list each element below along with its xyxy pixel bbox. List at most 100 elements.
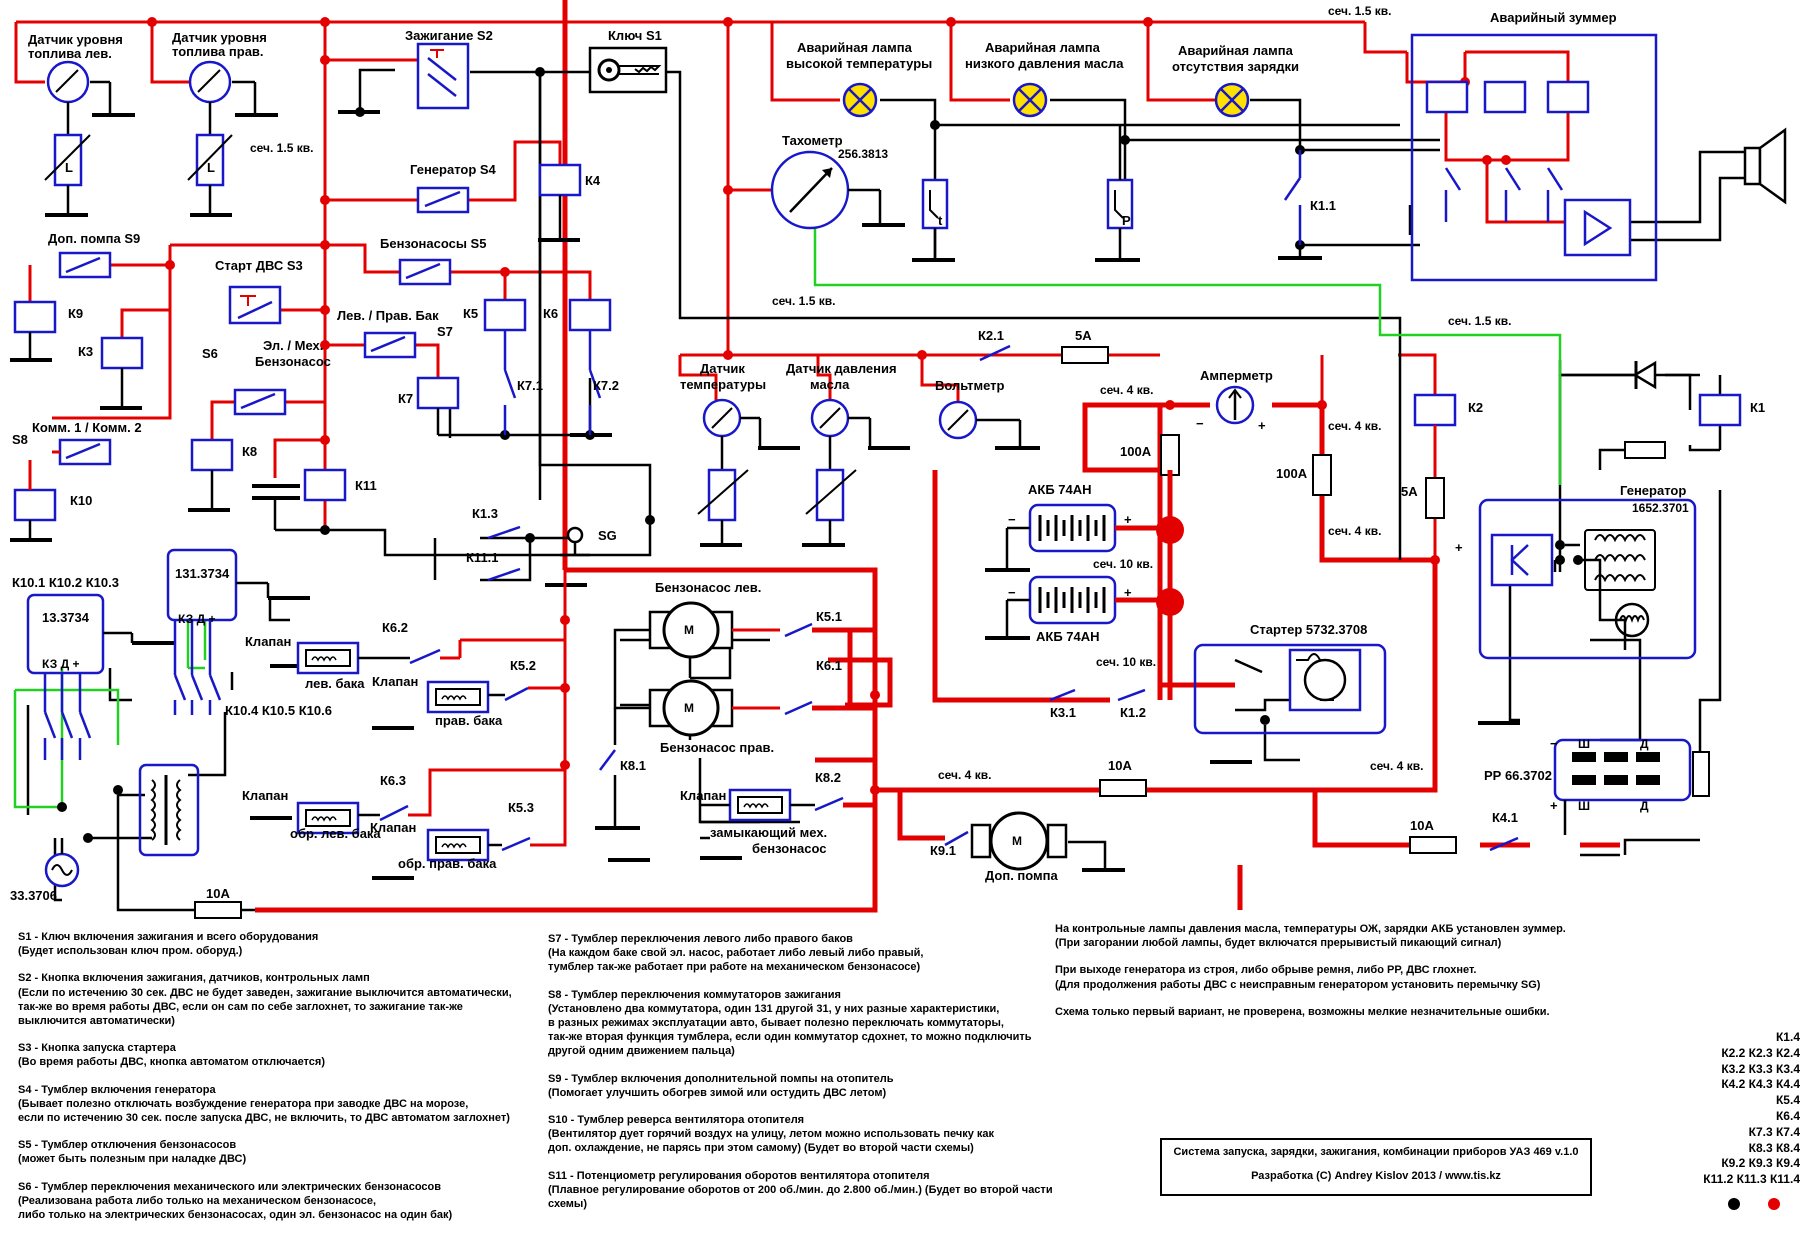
relay-list-item: К7.3 К7.4 xyxy=(1748,1124,1800,1139)
lamp-temp-l2: высокой температуры xyxy=(786,56,932,71)
note-body: (Для продолжения работы ДВС с неисправны… xyxy=(1055,978,1615,992)
l-right: L xyxy=(207,160,215,175)
generator-num: 1652.3701 xyxy=(1632,501,1689,515)
note-body: (Будет использован ключ пром. оборуд.) xyxy=(18,944,538,958)
aux-pump xyxy=(944,811,1068,871)
note-body: (Если по истечению 30 сек. ДВС не будет … xyxy=(18,986,538,1029)
note-line: так-же вторая функция тумблера, если оди… xyxy=(548,1031,1032,1044)
note-body: (Вентилятор дует горячий воздух на улицу… xyxy=(548,1127,1053,1155)
note-heading: S5 - Тумблер отключения бензонасосов xyxy=(18,1139,237,1152)
rr-minus: − xyxy=(1550,736,1558,751)
note-heading: На контрольные лампы давления масла, тем… xyxy=(1055,923,1566,935)
k91-label: К9.1 xyxy=(930,843,956,858)
contact-k4-1 xyxy=(1489,836,1519,852)
ammeter-plus: + xyxy=(1258,418,1266,433)
komm-label: Комм. 1 / Комм. 2 xyxy=(32,420,142,435)
relay-list-item: К1.4 xyxy=(1775,1030,1800,1044)
pressure-switch xyxy=(1106,125,1134,260)
pump-switch-s9[interactable] xyxy=(58,251,112,279)
tank-switch-s7[interactable] xyxy=(363,331,417,359)
start-button-s3[interactable] xyxy=(228,285,282,325)
m-left: M xyxy=(684,623,694,637)
starter-label: Стартер 5732.3708 xyxy=(1250,622,1367,637)
note-line: выключится автоматически) xyxy=(18,1015,175,1028)
relay-k5 xyxy=(483,298,527,435)
k7-label: К7 xyxy=(398,391,413,406)
battery-2 xyxy=(1005,575,1170,638)
temp-switch xyxy=(921,178,949,260)
k13-label: К1.3 xyxy=(472,506,498,521)
relay-k1 xyxy=(1698,393,1742,427)
valve-m-l1: Клапан xyxy=(680,788,726,803)
relay-k9 xyxy=(13,300,57,360)
jumper-sg[interactable] xyxy=(560,526,590,557)
relay-k6 xyxy=(568,298,612,435)
k2-label: К2 xyxy=(1468,400,1483,415)
lamp-oil-l2: низкого давления масла xyxy=(965,56,1124,71)
k61-label: К6.1 xyxy=(816,658,842,673)
fuel-left-l1: Датчик уровня xyxy=(28,32,123,47)
rr-plus: + xyxy=(1550,798,1558,813)
sec-right: сеч. 1.5 кв. xyxy=(1448,314,1511,328)
tacho-label: Тахометр xyxy=(782,133,843,148)
s7-label: S7 xyxy=(437,324,453,339)
fuel-pump-left xyxy=(648,601,875,659)
notes-mid: S7 - Тумблер переключения левого либо пр… xyxy=(548,932,1053,1224)
ignition-switch-s2[interactable] xyxy=(416,42,470,110)
valve-right-tank xyxy=(426,680,529,714)
fuel-pumps-switch-s5[interactable] xyxy=(398,258,452,286)
relay-list-item: К3.2 К3.3 К3.4 xyxy=(1721,1061,1800,1076)
ammeter xyxy=(1215,385,1255,425)
p-label: P xyxy=(1122,213,1131,228)
f100a-right: 100А xyxy=(1276,466,1308,481)
commutator-switch-s8[interactable] xyxy=(52,438,112,466)
akb2-label: АКБ 74АН xyxy=(1036,629,1100,644)
generator-switch-s4[interactable] xyxy=(416,186,470,214)
dot-black-icon xyxy=(1728,1198,1740,1210)
note-body: (Плавное регулирование оборотов от 200 о… xyxy=(548,1183,1053,1211)
ammeter-label: Амперметр xyxy=(1200,368,1273,383)
contact-k1-1 xyxy=(1283,150,1302,245)
c131-pins: КЗ Д + xyxy=(178,612,216,626)
contact-k1-3 xyxy=(487,525,521,540)
s9-label: Доп. помпа S9 xyxy=(48,231,140,246)
note-body: (Помогает улучшить обогрев зимой или ост… xyxy=(548,1086,1053,1100)
fuse-10a-left xyxy=(194,901,242,919)
k101-label: К10.1 К10.2 К10.3 xyxy=(12,575,119,590)
f5a-right-label: 5А xyxy=(1401,484,1418,499)
fuel-gauge-left xyxy=(44,60,112,215)
tacho-num: 256.3813 xyxy=(838,147,888,161)
pump-right-label: Бензонасос прав. xyxy=(660,740,774,755)
note-heading: S8 - Тумблер переключения коммутаторов з… xyxy=(548,988,841,1001)
text-labels: Датчик уровня топлива лев. Датчик уровня… xyxy=(10,4,1765,903)
sec4-a: сеч. 4 кв. xyxy=(1100,383,1153,397)
contact-k2-1 xyxy=(979,344,1011,362)
dot-red-icon xyxy=(1768,1198,1780,1210)
ignition-label: Зажигание S2 xyxy=(405,28,493,43)
sec10-b: сеч. 10 кв. xyxy=(1096,655,1156,669)
relay-list-item: К6.4 xyxy=(1775,1108,1800,1123)
el-mech-switch-s6[interactable] xyxy=(233,388,287,416)
key-s1[interactable] xyxy=(588,46,668,94)
sec-mid: сеч. 1.5 кв. xyxy=(772,294,835,308)
note-line: (Плавное регулирование оборотов от 200 о… xyxy=(548,1183,1053,1211)
f5a-top-label: 5А xyxy=(1075,328,1092,343)
ground-symbols xyxy=(10,110,1520,880)
note-heading: S1 - Ключ включения зажигания и всего об… xyxy=(18,931,319,943)
note-line: (Во время работы ДВС, кнопка автоматом о… xyxy=(18,1056,325,1069)
valve-return-left xyxy=(296,768,565,835)
generator-label: Генератор xyxy=(1620,483,1686,498)
rr-d1: Д xyxy=(1640,737,1649,751)
sec4-d: сеч. 4 кв. xyxy=(1370,759,1423,773)
tempsens-l1: Датчик xyxy=(700,361,745,376)
sec4-c: сеч. 4 кв. xyxy=(1328,524,1381,538)
lamp-charge-l2: отсутствия зарядки xyxy=(1172,59,1299,74)
commutator-13 xyxy=(26,593,134,675)
l-left: L xyxy=(65,160,73,175)
note-line: (Установлено два коммутатора, один 131 д… xyxy=(548,1002,1000,1015)
gen-plus: + xyxy=(1455,540,1463,555)
resistor-gen xyxy=(1624,441,1666,459)
elmeh-l2: Бензонасос xyxy=(255,354,331,369)
title-box: Система запуска, зарядки, зажигания, ком… xyxy=(1160,1138,1592,1196)
